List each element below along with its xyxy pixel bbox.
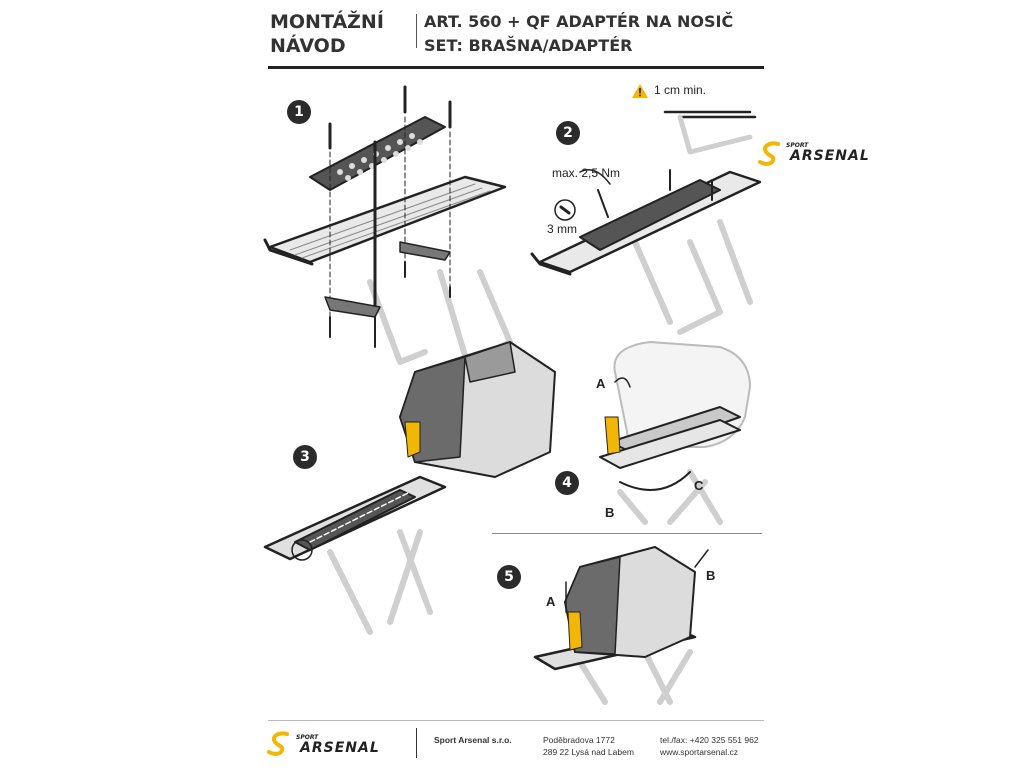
step-badge-4: 4: [555, 471, 579, 495]
footer-phone: tel./fax: +420 325 551 962: [660, 734, 759, 746]
min-gap-label: 1 cm min.: [654, 83, 706, 97]
step-badge-2: 2: [556, 121, 580, 145]
hex-size-label: 3 mm: [547, 222, 577, 236]
header-divider: [416, 14, 417, 48]
footer-address-line1: Poděbradova 1772: [543, 734, 615, 746]
step-badge-1: 1: [287, 100, 311, 124]
footer-company: Sport Arsenal s.r.o.: [434, 734, 512, 746]
footer-rule: [268, 720, 764, 721]
brand-name: ARSENAL: [790, 148, 870, 164]
footer-address-line2: 289 22 Lysá nad Labem: [543, 746, 634, 758]
product-title-line1: ART. 560 + QF ADAPTÉR NA NOSIČ: [424, 10, 784, 34]
step5-label-a: A: [546, 594, 555, 609]
product-title-line2: SET: BRAŠNA/ADAPTÉR: [424, 34, 784, 58]
step5-label-b: B: [706, 568, 715, 583]
manual-title-line1: MONTÁŽNÍ: [270, 10, 410, 34]
step4-label-a: A: [596, 376, 605, 391]
warning-icon: [632, 84, 648, 98]
manual-title-line2: NÁVOD: [270, 34, 410, 58]
step1-illustration: [265, 87, 510, 372]
assembly-illustration: [250, 72, 780, 712]
footer-divider: [416, 728, 417, 758]
product-title: ART. 560 + QF ADAPTÉR NA NOSIČ SET: BRAŠ…: [424, 10, 784, 58]
footer-brand-mark-icon: [266, 730, 294, 756]
step5-divider: [492, 533, 762, 534]
step-badge-5: 5: [497, 565, 521, 589]
header-rule: [268, 66, 764, 69]
step4-illustration: [600, 342, 750, 522]
footer-brand-logo: SPORT ARSENAL: [266, 730, 406, 758]
step5-illustration: [535, 547, 708, 702]
brand-mark-icon: [758, 140, 784, 166]
step4-label-b: B: [605, 505, 614, 520]
brand-logo: SPORT ARSENAL: [758, 140, 888, 168]
step4-label-c: C: [694, 478, 703, 493]
manual-title: MONTÁŽNÍ NÁVOD: [270, 10, 410, 58]
step-badge-3: 3: [293, 445, 317, 469]
torque-label: max. 2,5 Nm: [552, 166, 620, 180]
footer-web: www.sportarsenal.cz: [660, 746, 738, 758]
footer-brand-name: ARSENAL: [300, 740, 380, 756]
